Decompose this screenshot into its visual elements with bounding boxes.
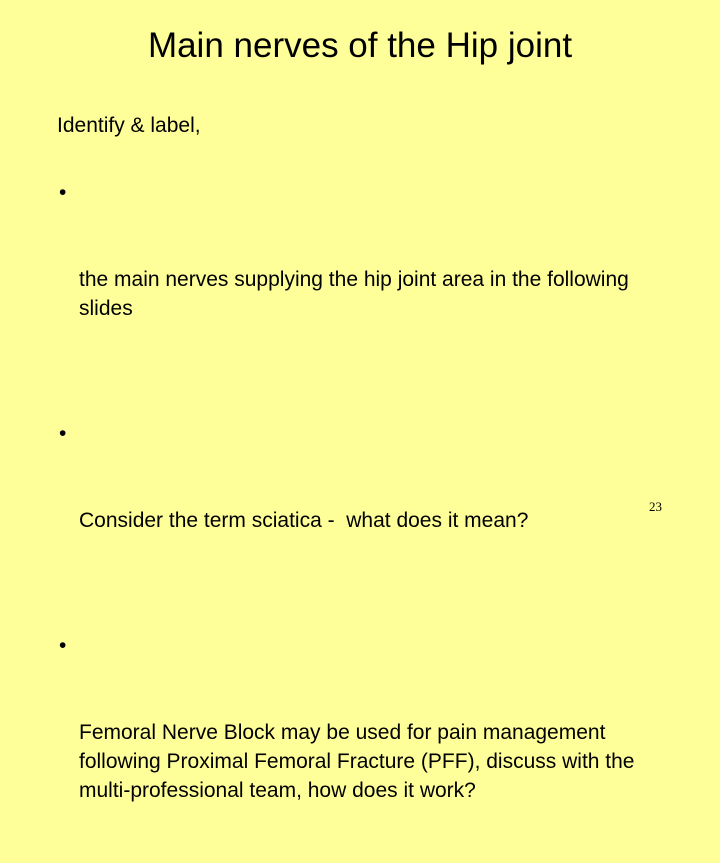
spacer-between-bullets-1	[57, 381, 677, 419]
spacer-between-bullets-2	[57, 593, 677, 631]
list-item: • Femoral Nerve Block may be used for pa…	[57, 631, 677, 863]
bullet-dot-icon: •	[59, 634, 67, 657]
list-item-text: Consider the term sciatica - what does i…	[79, 509, 529, 532]
spacer-after-lead	[57, 140, 677, 178]
page-title: Main nerves of the Hip joint	[147, 26, 573, 65]
bullet-list: • the main nerves supplying the hip join…	[57, 178, 677, 863]
bullet-dot-icon: •	[59, 181, 67, 204]
bullet-dot-icon: •	[59, 422, 67, 445]
lead-line: Identify & label,	[57, 114, 201, 137]
list-item-text: the main nerves supplying the hip joint …	[79, 268, 635, 320]
slide-body: Identify & label, • the main nerves supp…	[57, 112, 677, 863]
page-number: 23	[649, 499, 662, 514]
list-item: • Consider the term sciatica - what does…	[57, 419, 677, 593]
slide-canvas: Main nerves of the Hip joint Identify & …	[57, 26, 662, 802]
list-item-text: Femoral Nerve Block may be used for pain…	[79, 721, 641, 802]
list-item: • the main nerves supplying the hip join…	[57, 178, 677, 381]
